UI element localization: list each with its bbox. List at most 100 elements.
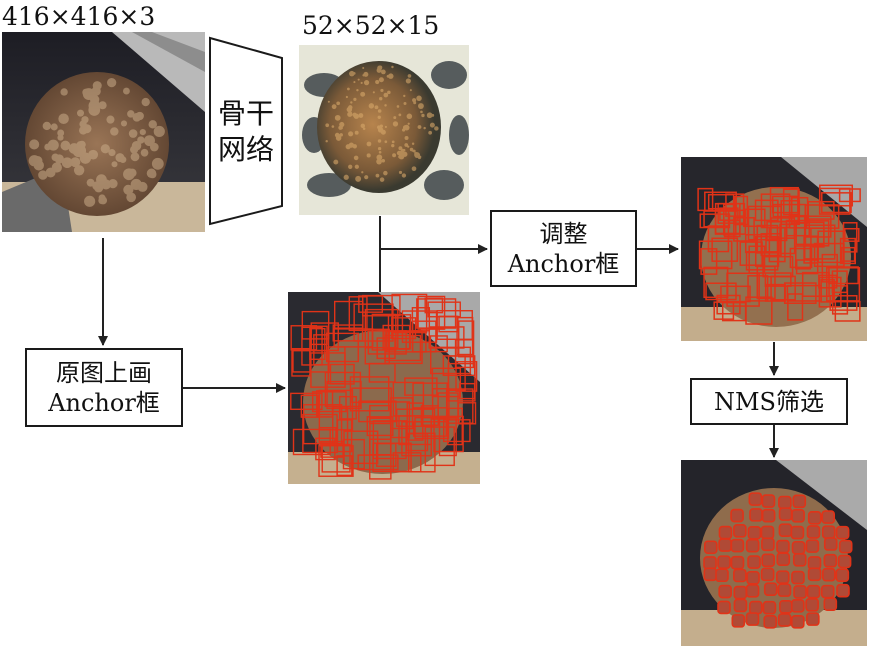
- texture-dot: [135, 111, 144, 121]
- texture-dot: [120, 120, 128, 127]
- texture-dot: [98, 101, 107, 110]
- texture-dot: [366, 141, 372, 147]
- texture-dot: [429, 122, 435, 128]
- anchor-rect: [366, 416, 394, 437]
- texture-dot: [149, 170, 157, 179]
- detection-box: [733, 598, 748, 613]
- texture-dot: [357, 78, 360, 81]
- anchor-rect: [779, 223, 796, 255]
- texture-dot: [73, 165, 85, 176]
- texture-dot: [378, 150, 382, 154]
- detection-box: [761, 508, 776, 523]
- anchor-rect: [711, 237, 739, 262]
- draw-anchor-line1: 原图上画: [56, 358, 152, 387]
- anchor-rect: [311, 391, 347, 413]
- texture-dot: [99, 196, 108, 205]
- texture-dot: [139, 128, 146, 136]
- adjust-anchor-box: 调整 Anchor框: [490, 210, 637, 287]
- detection-box: [776, 552, 791, 567]
- texture-dot: [333, 159, 339, 165]
- detection-box: [806, 612, 820, 626]
- texture-dot: [417, 103, 424, 109]
- anchor-rect: [698, 240, 733, 270]
- anchor-rect: [392, 381, 425, 417]
- anchor-rect: [362, 294, 401, 317]
- texture-dot: [384, 104, 387, 107]
- anchor-rect: [318, 389, 354, 431]
- texture-dot: [353, 81, 356, 84]
- detection-box: [838, 539, 853, 554]
- detection-box: [730, 555, 745, 570]
- texture-dot: [348, 164, 353, 169]
- anchor-rect: [433, 415, 464, 453]
- detection-box: [791, 570, 805, 585]
- texture-dot: [147, 137, 154, 145]
- texture-dot: [377, 139, 382, 143]
- anchor-image: [288, 292, 480, 484]
- texture-dot: [339, 121, 345, 128]
- anchor-rect: [795, 245, 812, 270]
- anchor-rect: [372, 442, 412, 473]
- anchor-rect: [390, 397, 414, 430]
- texture-dot: [331, 125, 335, 128]
- texture-dot: [153, 125, 165, 138]
- detection-box: [835, 525, 850, 540]
- texture-dot: [57, 134, 64, 141]
- anchor-rect: [431, 388, 450, 420]
- detection-box: [823, 553, 838, 568]
- texture-dot: [348, 131, 354, 137]
- texture-dot: [325, 123, 330, 128]
- detection-box: [807, 510, 822, 525]
- texture-dot: [100, 144, 110, 154]
- detection-box: [805, 539, 820, 553]
- detection-box: [793, 585, 807, 599]
- texture-dot: [377, 109, 382, 113]
- detection-box: [792, 494, 807, 509]
- texture-dot: [420, 110, 423, 114]
- anchor-rect: [302, 404, 343, 445]
- anchor-rect: [332, 324, 364, 342]
- anchor-rect: [733, 195, 749, 226]
- texture-dot: [398, 146, 403, 151]
- detection-box: [822, 567, 836, 582]
- anchor-rect: [747, 275, 769, 302]
- texture-dot: [396, 105, 400, 108]
- texture-dot: [70, 157, 81, 168]
- anchor-rect: [726, 272, 760, 307]
- texture-dot: [380, 88, 384, 92]
- texture-dot: [387, 90, 391, 95]
- texture-dot: [379, 124, 383, 128]
- texture-dot: [57, 129, 65, 137]
- anchor-rect: [457, 402, 477, 425]
- texture-dot: [54, 154, 64, 164]
- anchor-rect: [747, 205, 782, 241]
- anchor-rect: [754, 199, 779, 222]
- anchor-rect: [725, 193, 745, 217]
- texture-dot: [384, 125, 387, 128]
- anchor-rect: [310, 352, 346, 388]
- texture-dot: [81, 116, 89, 124]
- texture-dot: [407, 74, 412, 78]
- texture-dot: [376, 154, 383, 161]
- detection-box: [748, 492, 763, 506]
- texture-dot: [151, 157, 164, 170]
- anchor-rect: [300, 394, 319, 418]
- detection-box: [730, 538, 745, 553]
- detection-box: [760, 567, 775, 582]
- texture-dot: [86, 178, 95, 187]
- texture-dot: [100, 181, 107, 188]
- detection-box: [745, 584, 760, 598]
- draw-anchor-box: 原图上画 Anchor框: [25, 348, 183, 427]
- texture-dot: [375, 79, 380, 85]
- texture-dot: [123, 184, 134, 195]
- feature-map-size-label: 52×52×15: [302, 11, 440, 40]
- detection-box: [761, 553, 775, 568]
- texture-dot: [60, 88, 68, 96]
- texture-dot: [353, 113, 359, 119]
- anchor-rect: [769, 186, 799, 223]
- texture-dot: [377, 146, 382, 151]
- anchor-rect: [309, 327, 326, 360]
- anchor-rect: [818, 187, 851, 215]
- detection-box: [745, 538, 760, 553]
